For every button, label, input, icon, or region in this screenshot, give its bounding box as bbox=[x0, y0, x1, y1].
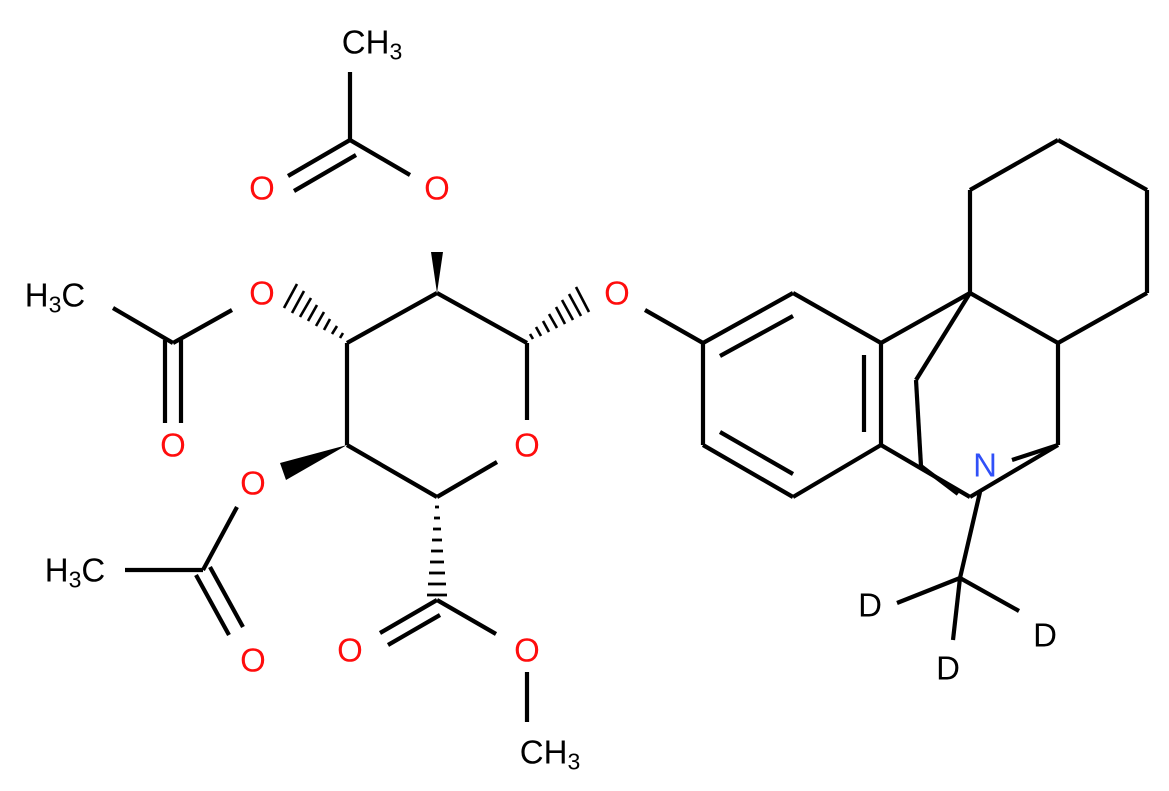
atom-label-ring-oxygen: O bbox=[514, 426, 540, 464]
atom-label-deuterium-3: D bbox=[936, 649, 960, 687]
hash-bond bbox=[427, 505, 447, 597]
atom-label-methyl-ester-ch3: CH3 bbox=[519, 733, 581, 775]
atom-label-methyl-ester-oxygen: O bbox=[514, 631, 540, 669]
atom-label-deuterium-2: D bbox=[1033, 616, 1057, 654]
atom-label-top-ester-oxygen: O bbox=[424, 169, 450, 207]
atom-label-bottom-left-carbonyl-oxygen: O bbox=[240, 641, 266, 679]
atom-label-left-h3c: H3C bbox=[24, 276, 86, 318]
atom-label-top-ch3: CH3 bbox=[341, 23, 403, 65]
hash-bond bbox=[528, 286, 591, 340]
atom-label-left-carbonyl-oxygen: O bbox=[160, 426, 186, 464]
atom-label-bottom-left-ester-oxygen: O bbox=[240, 464, 266, 502]
hash-bond bbox=[282, 283, 345, 339]
atom-label-top-carbonyl-oxygen: O bbox=[249, 169, 275, 207]
atom-label-nitrogen: N bbox=[973, 446, 997, 484]
atom-label-deuterium-1: D bbox=[858, 586, 882, 624]
atom-label-glycosidic-oxygen: O bbox=[604, 274, 630, 312]
atom-label-left-ester-oxygen: O bbox=[249, 274, 275, 312]
atom-label-methyl-ester-carbonyl-oxygen: O bbox=[337, 631, 363, 669]
atom-label-bottom-left-h3c: H3C bbox=[44, 551, 106, 593]
